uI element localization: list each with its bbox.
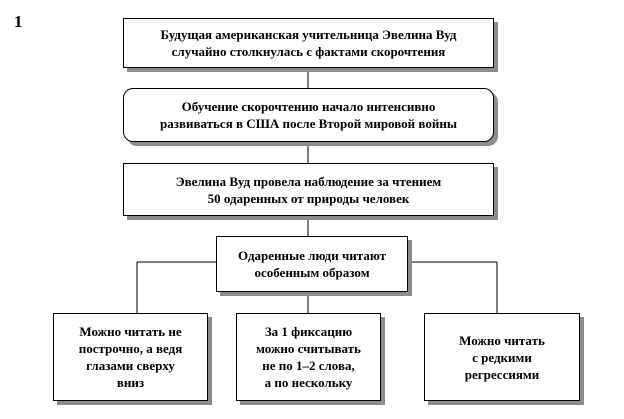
box-finding-fixation-line-2: можно считывать <box>256 341 361 356</box>
box-gifted-read: Одаренные люди читают особенным образом <box>216 236 408 292</box>
box-finding-regressions-line-3: регрессиями <box>464 366 540 382</box>
box-gifted-read-line-1: Одаренные люди читают <box>238 248 386 263</box>
box-gifted-read-line-2: особенным образом <box>254 265 370 280</box>
box-speed-reading-usa-line-1: Обучение скорочтению начало интенсивно <box>181 99 436 114</box>
box-finding-vertical: Можно читать не построчно, а ведя глазам… <box>53 313 208 401</box>
box-finding-fixation-line-4: а по нескольку <box>264 375 353 390</box>
figure-number: 1 <box>14 12 23 31</box>
box-finding-fixation-line-1: За 1 фиксацию <box>264 324 353 339</box>
box-observation: Эвелина Вуд провела наблюдение за чтение… <box>123 163 494 216</box>
box-wood-encounter: Будущая американская учительница Эвелина… <box>123 18 494 68</box>
box-speed-reading-usa-line-2: развиваться в США после Второй мировой в… <box>160 116 457 131</box>
box-finding-regressions: Можно читать с редкими регрессиями <box>424 313 580 401</box>
box-finding-vertical-line-2: построчно, а ведя <box>78 341 183 356</box>
box-speed-reading-usa: Обучение скорочтению начало интенсивно р… <box>123 88 494 142</box>
box-wood-encounter-line-2: случайно столкнулась с фактами скорочтен… <box>171 44 446 59</box>
box-finding-regressions-line-1: Можно читать <box>459 332 545 348</box>
box-finding-fixation-line-3: не по 1–2 слова, <box>262 358 355 373</box>
box-wood-encounter-line-1: Будущая американская учительница Эвелина… <box>160 27 457 42</box>
box-finding-fixation: За 1 фиксацию можно считывать не по 1–2 … <box>236 313 381 401</box>
box-observation-line-1: Эвелина Вуд провела наблюдение за чтение… <box>175 173 442 189</box>
box-finding-vertical-line-4: вниз <box>116 375 145 390</box>
box-finding-regressions-line-2: с редкими <box>472 349 532 365</box>
box-observation-line-2: 50 одаренных от природы человек <box>207 190 410 206</box>
box-finding-vertical-line-1: Можно читать не <box>79 324 182 339</box>
box-finding-vertical-line-3: глазами сверху <box>86 358 175 373</box>
